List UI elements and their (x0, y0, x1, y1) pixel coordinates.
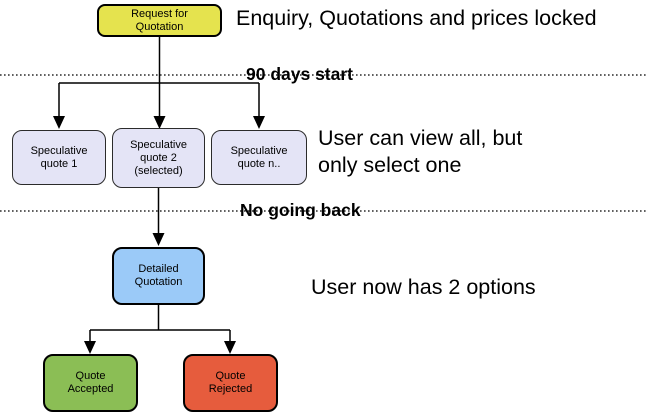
annotation-two-options: User now has 2 options (311, 275, 536, 299)
node-speculative-quote-1: Speculative quote 1 (12, 130, 106, 185)
separator-label-no-going-back: No going back (240, 200, 361, 220)
arrowhead-to-rejected (224, 341, 236, 354)
arrowhead-to-spec1 (53, 116, 65, 129)
node-speculative-quote-2-selected: Speculative quote 2 (selected) (112, 128, 205, 188)
node-quote-accepted: Quote Accepted (43, 354, 138, 412)
node-request-for-quotation: Request for Quotation (97, 4, 222, 37)
node-speculative-quote-n: Speculative quote n.. (211, 130, 307, 185)
separator-label-90-days-start: 90 days start (246, 64, 354, 84)
arrowhead-to-specn (253, 116, 265, 129)
annotation-enquiry-prices-locked: Enquiry, Quotations and prices locked (236, 6, 597, 30)
node-detailed-quotation: Detailed Quotation (112, 247, 205, 305)
arrowhead-to-accepted (84, 341, 96, 354)
annotation-view-all-select-one: User can view all, but only select one (318, 126, 523, 177)
node-quote-rejected: Quote Rejected (183, 354, 278, 412)
arrowhead-to-detailed (152, 233, 165, 246)
